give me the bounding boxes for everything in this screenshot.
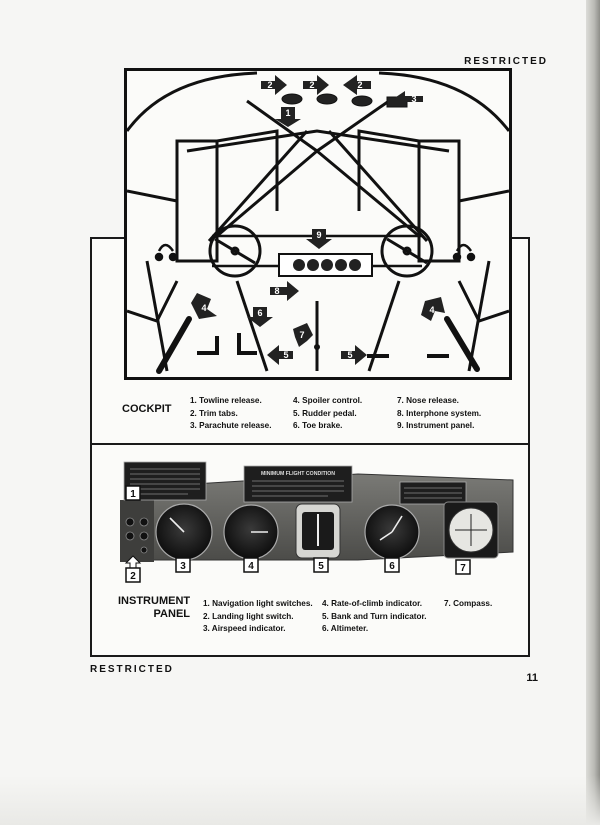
instrument-panel-title-line1: INSTRUMENT (118, 595, 191, 607)
cockpit-drawing: 1 2 2 2 3 9 8 (127, 71, 509, 374)
cockpit-callout-2c: 2 (343, 75, 371, 95)
panel-callout-7: 7 (455, 559, 471, 575)
svg-text:5: 5 (283, 350, 288, 360)
cockpit-legend-item: 1. Towline release. (190, 396, 262, 405)
panel-callout-5: 5 (313, 557, 329, 573)
figure-divider (92, 443, 528, 445)
cockpit-title: COCKPIT (122, 403, 172, 415)
panel-legend-col-3: 7. Compass. (444, 598, 492, 611)
header-classification: RESTRICTED (464, 56, 548, 67)
panel-legend-item: 5. Bank and Turn indicator. (322, 611, 427, 621)
cockpit-legend-item: 8. Interphone system. (397, 408, 482, 418)
cockpit-callout-6: 6 (247, 307, 273, 327)
cockpit-legend-col-1: 1. Towline release. 2. Trim tabs. 3. Par… (190, 395, 271, 433)
svg-text:1: 1 (130, 489, 136, 500)
svg-text:5: 5 (347, 350, 352, 360)
svg-text:2: 2 (309, 80, 314, 90)
svg-text:9: 9 (316, 230, 321, 240)
cockpit-legend-item: 5. Rudder pedal. (293, 408, 357, 418)
svg-text:3: 3 (180, 561, 186, 572)
panel-callout-3: 3 (175, 557, 191, 573)
panel-legend-item: 4. Rate-of-climb indicator. (322, 599, 423, 608)
svg-text:4: 4 (248, 561, 254, 572)
cockpit-callout-1: 1 (275, 107, 301, 127)
panel-callout-4: 4 (243, 557, 259, 573)
svg-text:2: 2 (357, 80, 362, 90)
svg-text:6: 6 (389, 561, 395, 572)
cockpit-illustration: 1 2 2 2 3 9 8 (124, 68, 512, 380)
cockpit-callout-4b: 4 (421, 297, 445, 321)
instrument-panel-title: INSTRUMENT PANEL (118, 595, 190, 621)
svg-text:4: 4 (201, 303, 206, 313)
panel-callout-2: 2 (124, 555, 142, 583)
cockpit-legend-col-3: 7. Nose release. 8. Interphone system. 9… (397, 395, 481, 433)
panel-legend-item: 1. Navigation light switches. (203, 599, 313, 608)
cockpit-legend-item: 6. Toe brake. (293, 421, 343, 431)
panel-legend-col-2: 4. Rate-of-climb indicator. 5. Bank and … (322, 598, 426, 636)
panel-callout-6: 6 (384, 557, 400, 573)
panel-legend-col-1: 1. Navigation light switches. 2. Landing… (203, 598, 313, 636)
cockpit-callout-4a: 4 (191, 293, 217, 319)
svg-text:5: 5 (318, 561, 324, 572)
svg-text:7: 7 (299, 330, 304, 340)
svg-text:6: 6 (257, 308, 262, 318)
svg-text:2: 2 (267, 80, 272, 90)
svg-text:1: 1 (285, 108, 290, 118)
cockpit-callout-5b: 5 (341, 345, 367, 365)
placard-title: MINIMUM FLIGHT CONDITION (261, 471, 335, 477)
cockpit-callout-2b: 2 (303, 75, 329, 95)
cockpit-callout-7: 7 (293, 323, 313, 347)
cockpit-legend-item: 9. Instrument panel. (397, 421, 475, 431)
svg-text:4: 4 (429, 305, 434, 315)
panel-legend-item: 3. Airspeed indicator. (203, 624, 286, 634)
panel-legend-item: 7. Compass. (444, 599, 493, 608)
svg-text:7: 7 (460, 563, 466, 574)
page-bottom-shadow (0, 775, 600, 825)
cockpit-legend-item: 2. Trim tabs. (190, 408, 238, 418)
instrument-panel-photo: MINIMUM FLIGHT CONDITION (118, 460, 515, 586)
cockpit-callout-2a: 2 (261, 75, 287, 95)
panel-callout-1: 1 (125, 485, 141, 501)
svg-text:8: 8 (274, 286, 279, 296)
svg-text:2: 2 (130, 571, 136, 582)
cockpit-legend-item: 4. Spoiler control. (293, 396, 363, 405)
page-edge-shadow (586, 0, 600, 825)
page-number: 11 (526, 672, 538, 684)
cockpit-legend-item: 3. Parachute release. (190, 421, 272, 431)
cockpit-callout-8: 8 (270, 281, 299, 301)
panel-legend-item: 6. Altimeter. (322, 624, 369, 634)
cockpit-callout-9: 9 (306, 229, 332, 249)
instrument-panel-title-line2: PANEL (153, 608, 190, 620)
footer-classification: RESTRICTED (90, 664, 174, 675)
panel-legend-item: 2. Landing light switch. (203, 611, 294, 621)
cockpit-legend-col-2: 4. Spoiler control. 5. Rudder pedal. 6. … (293, 395, 362, 433)
cockpit-callout-5a: 5 (267, 345, 293, 365)
cockpit-legend-item: 7. Nose release. (397, 396, 459, 405)
cockpit-callout-3: 3 (393, 91, 423, 107)
svg-text:3: 3 (411, 94, 416, 104)
